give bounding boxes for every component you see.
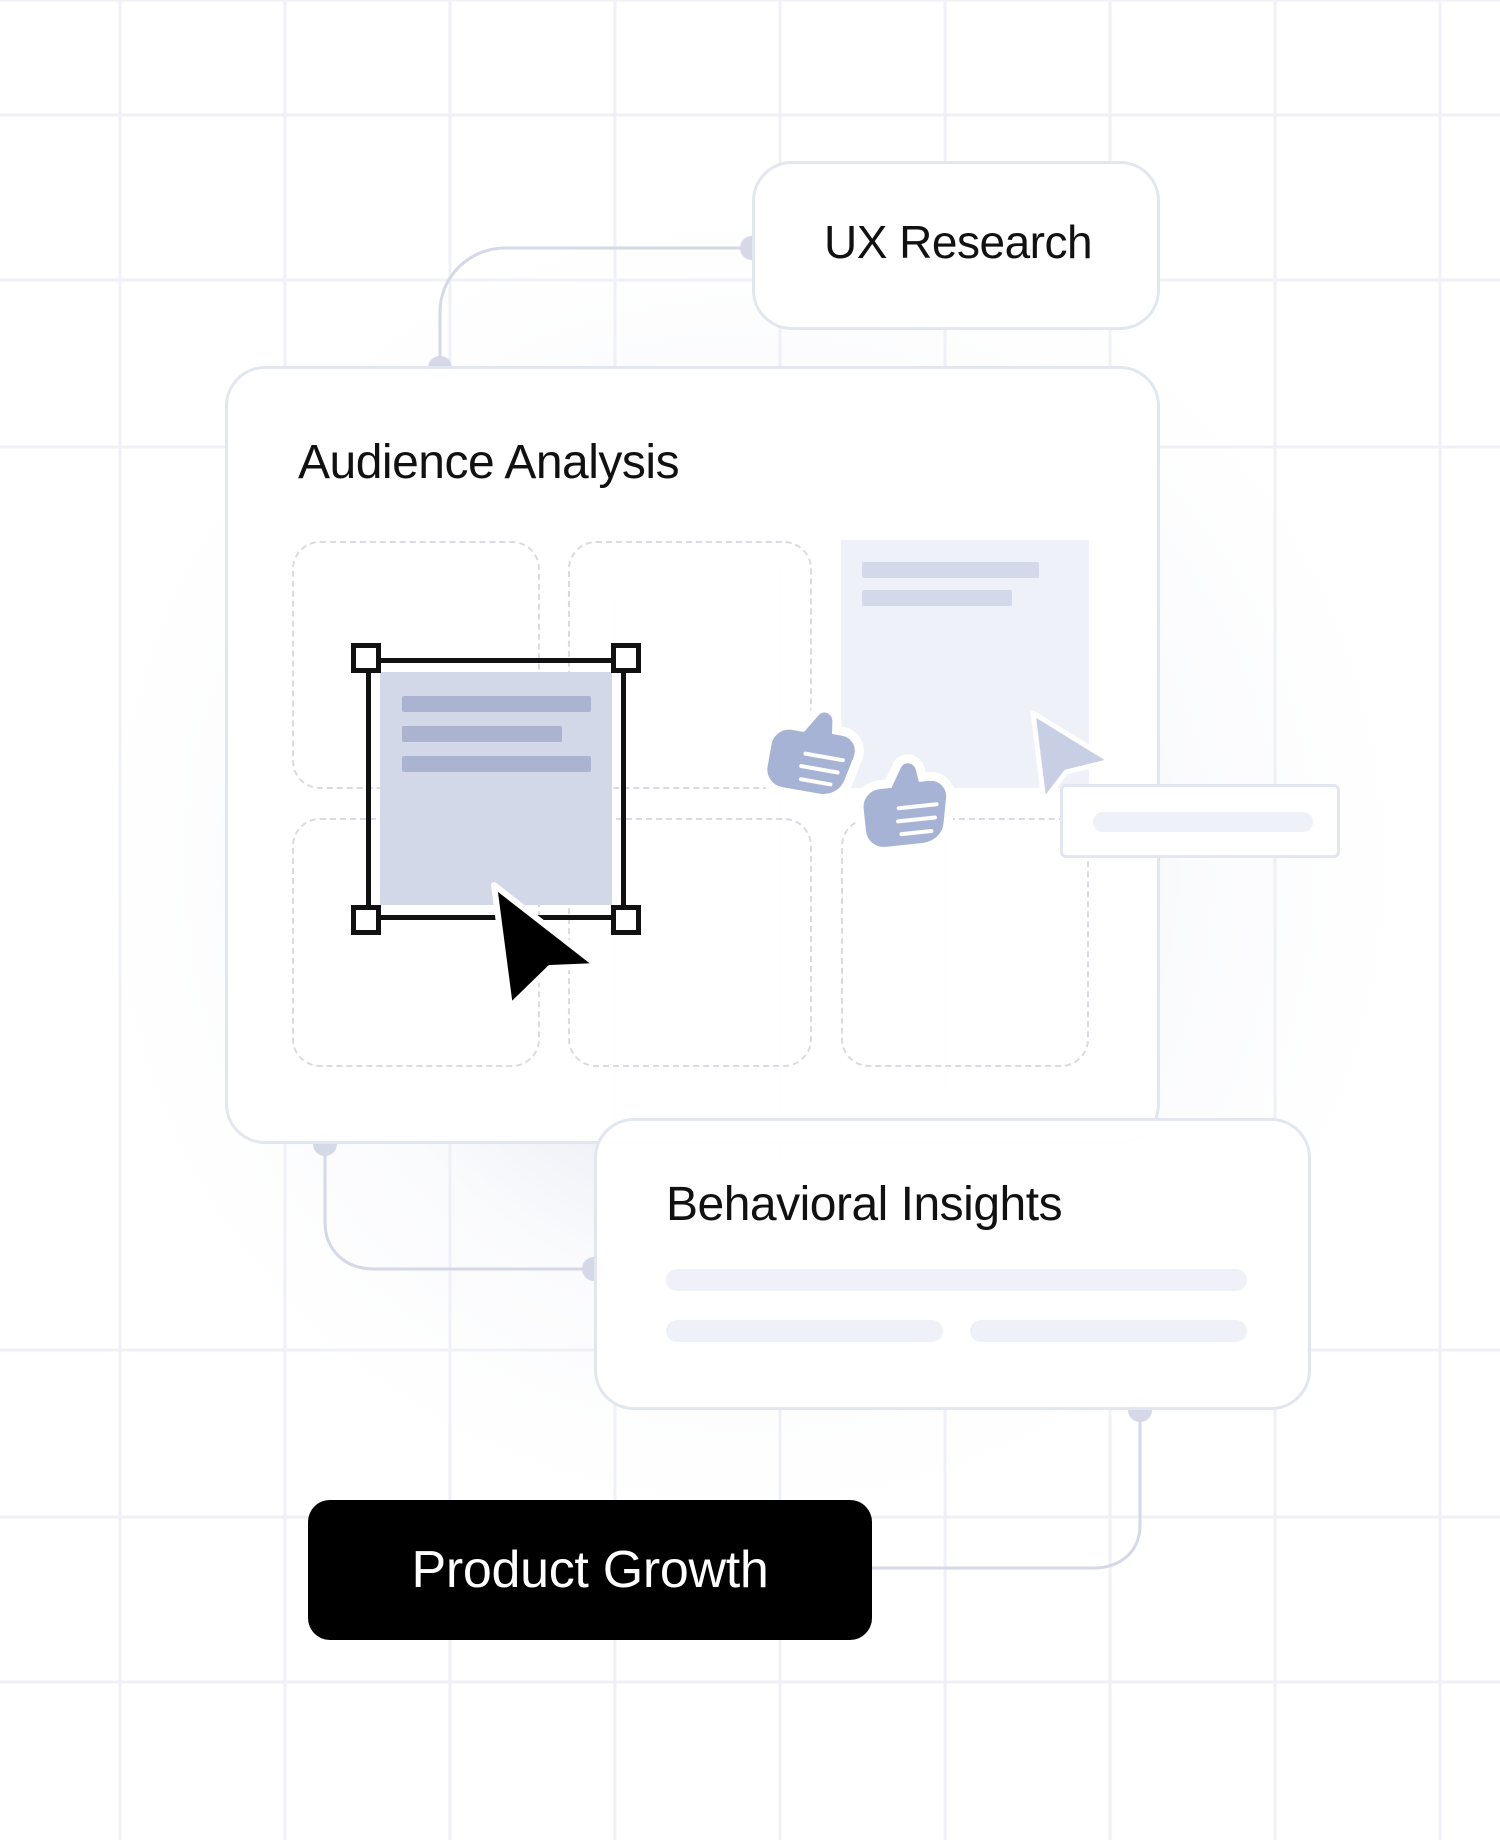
behavioral-insights-card[interactable]: Behavioral Insights [594, 1118, 1311, 1410]
tooltip-placeholder-line [1093, 812, 1313, 832]
audience-analysis-label: Audience Analysis [298, 436, 680, 489]
product-growth-button[interactable]: Product Growth [308, 1500, 872, 1640]
placeholder-text-line [862, 562, 1039, 578]
selection-handle-icon[interactable] [611, 905, 641, 935]
placeholder-text-line [402, 726, 562, 742]
selection-handle-icon[interactable] [351, 643, 381, 673]
layout-cell-bottom-right [841, 818, 1089, 1067]
shaded-placeholder-card[interactable] [841, 540, 1089, 788]
selection-handle-icon[interactable] [611, 643, 641, 673]
behavior-to-growth-connector [870, 1408, 1142, 1570]
floating-comment-box[interactable] [1060, 784, 1340, 858]
insight-placeholder-line [666, 1320, 943, 1342]
insight-placeholder-line [666, 1269, 1247, 1291]
selected-content-block[interactable] [351, 643, 641, 935]
placeholder-text-line [862, 590, 1012, 606]
layout-cell-top-middle [568, 541, 812, 789]
ux-research-label: UX Research [824, 216, 1093, 268]
ux-research-card[interactable]: UX Research [752, 161, 1160, 330]
placeholder-text-line [402, 756, 591, 772]
selection-handle-icon[interactable] [351, 905, 381, 935]
selection-frame[interactable] [366, 658, 626, 920]
placeholder-text-line [402, 696, 591, 712]
behavioral-insights-label: Behavioral Insights [666, 1178, 1063, 1231]
insight-placeholder-line [970, 1320, 1247, 1342]
audience-to-behavior-connector [323, 1142, 596, 1271]
ux-to-audience-connector [438, 246, 754, 370]
product-growth-label: Product Growth [411, 1541, 769, 1599]
selected-placeholder-card [380, 672, 612, 905]
